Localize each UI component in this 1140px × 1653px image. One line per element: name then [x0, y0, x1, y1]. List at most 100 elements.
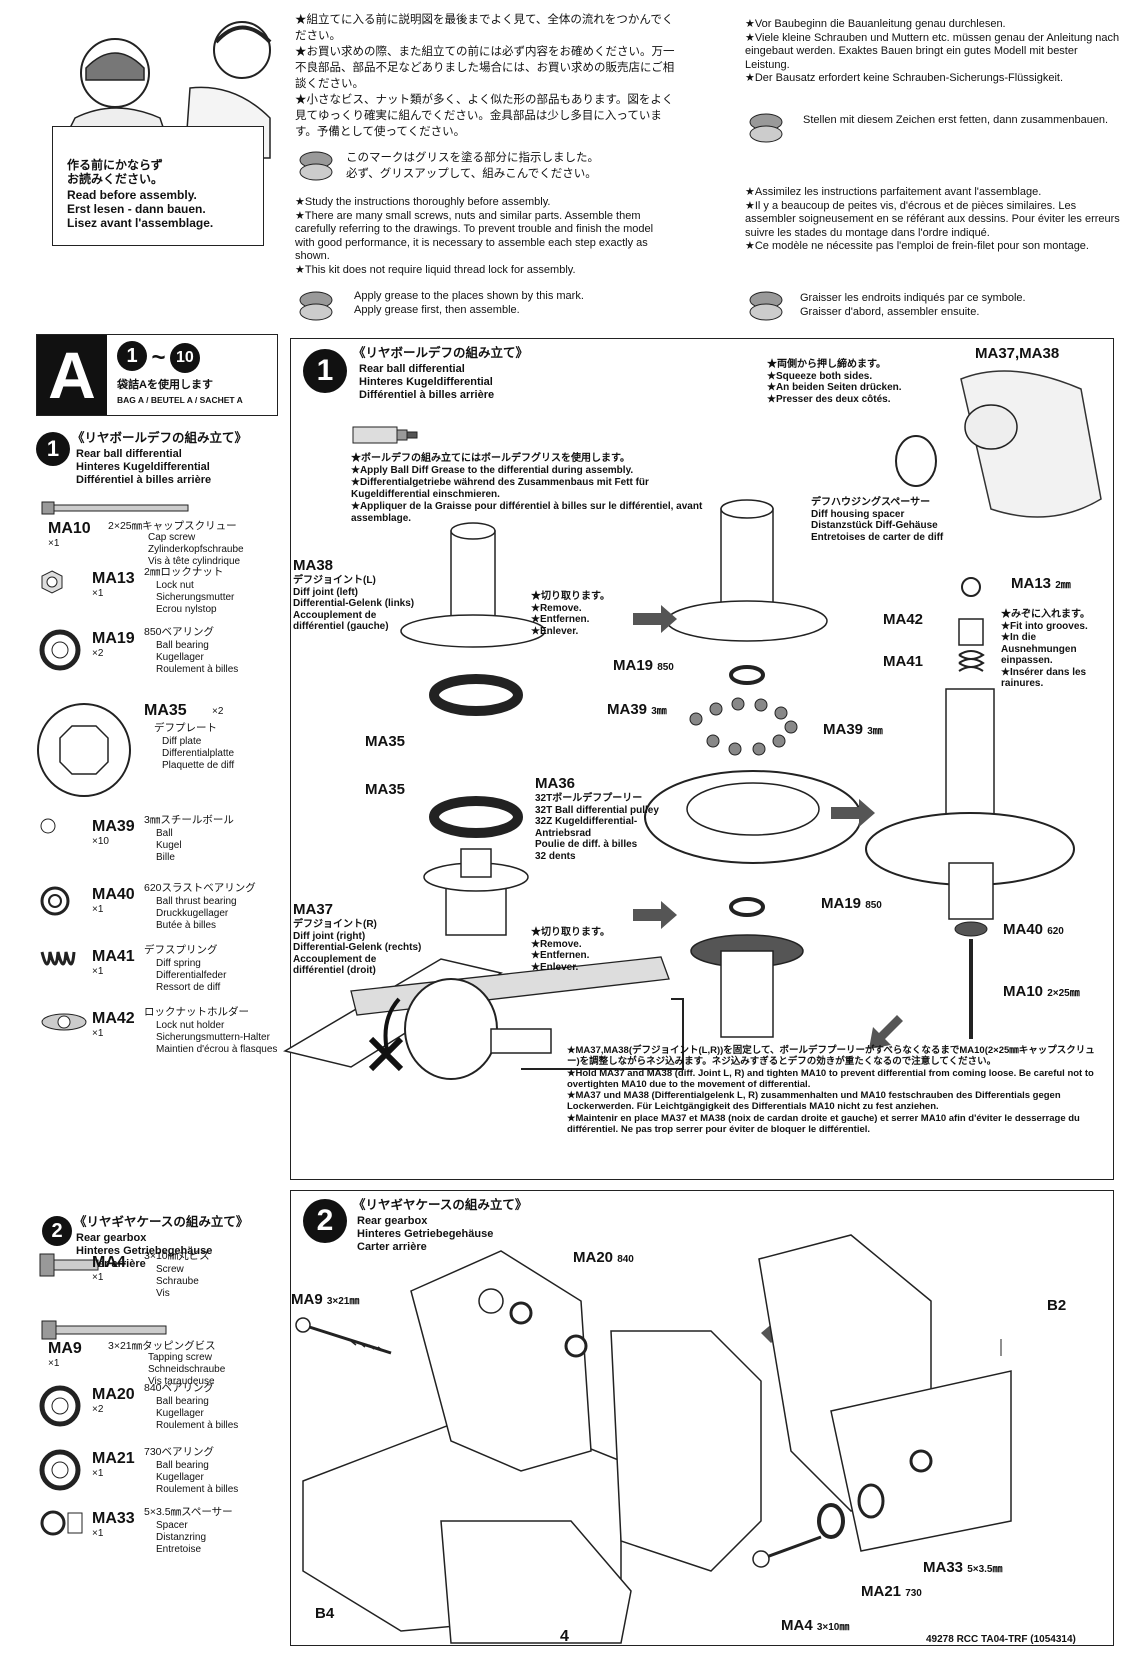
ma13-size: 2㎜: [1055, 580, 1071, 591]
part-desc: Tapping screw Schneidschraube Vis taraud…: [148, 1352, 226, 1387]
part-code: MA35: [144, 702, 187, 719]
intro-card-de: Erst lesen - dann bauen.: [67, 202, 206, 216]
spring-icon: [40, 948, 80, 983]
part-jp: 850ベアリング: [144, 626, 215, 638]
intro-card-fr: Lisez avant l'assemblage.: [67, 216, 214, 230]
part-code: MA40: [92, 886, 135, 903]
part-desc: Ball Kugel Bille: [156, 828, 182, 863]
part-qty: ×1: [92, 588, 104, 599]
notes-en: ★Study the instructions thoroughly befor…: [295, 196, 675, 277]
step-from-badge: 1: [117, 341, 147, 371]
step2-jp: 《リヤギヤケースの組み立て》: [353, 1198, 528, 1212]
part-code: MA13: [92, 570, 135, 587]
grease-icon: [299, 151, 333, 181]
part-qty: ×1: [48, 1358, 60, 1369]
part-desc: Ball bearing Kugellager Roulement à bill…: [156, 1396, 239, 1431]
part-code: MA4: [92, 1254, 126, 1271]
step2-panel: 2 《リヤギヤケースの組み立て》 Rear gearbox Hinteres G…: [290, 1190, 1114, 1646]
part-code: MA33: [92, 1510, 135, 1527]
intro-card-jp: 作る前にかならず お読みください。: [67, 158, 164, 186]
step2-fr: Carter arrière: [357, 1241, 427, 1253]
notes-en-p3: ★This kit does not require liquid thread…: [295, 263, 576, 276]
grease-icon-de: [749, 113, 783, 143]
label-ma10: MA10 2×25㎜: [1003, 983, 1080, 1000]
notes-fr-p2: ★Il y a beaucoup de peites vis, d'écrous…: [745, 199, 1120, 239]
step1-grease-de: ★Differentialgetriebe während des Zusamm…: [351, 477, 649, 500]
screw-tap-icon: [41, 1320, 172, 1345]
part-desc: Diff plate Differentialplatte Plaquette …: [162, 736, 235, 771]
spacer-note: デフハウジングスペーサー Diff housing spacer Distanz…: [811, 497, 944, 543]
bag-letter: A: [37, 335, 107, 415]
ring-icon: [39, 629, 81, 675]
part-qty: ×1: [92, 1272, 104, 1283]
ma33-code: MA33: [923, 1559, 964, 1576]
ma9-code: MA9: [291, 1291, 323, 1308]
section1-side-jp: 《リヤボールデフの組み立て》: [72, 431, 248, 445]
part-jp: 2×25㎜キャップスクリュー: [108, 520, 237, 532]
squeeze-note: ★両側から押し締めます。 ★Squeeze both sides. ★An be…: [767, 359, 902, 405]
ma4-size: 3×10㎜: [816, 1622, 850, 1633]
ma10-size: 2×25㎜: [1047, 988, 1080, 999]
intro-card: 作る前にかならず お読みください。 Read before assembly. …: [52, 126, 264, 246]
part-jp: 3×21㎜タッピングビス: [108, 1340, 216, 1352]
notes-jp-p3: ★小さなビス、ナット類が多く、よく似た形の部品もあります。図をよく見てゆっくり確…: [295, 94, 674, 138]
section1-side-de: Hinteres Kugeldifferential: [76, 461, 210, 473]
ma10-code: MA10: [1003, 983, 1044, 1000]
ma19-top-code: MA19: [613, 657, 654, 674]
ma19-top-size: 850: [657, 662, 674, 673]
step1-jp: 《リヤボールデフの組み立て》: [353, 346, 529, 360]
intro-illustration: 作る前にかならず お読みください。 Read before assembly. …: [20, 8, 272, 263]
part-desc: Ball bearing Kugellager Roulement à bill…: [156, 640, 239, 675]
ma9-size: 3×21㎜: [326, 1296, 360, 1307]
step-range-tilde: ~: [151, 343, 166, 371]
ma39-left-size: 3㎜: [651, 706, 667, 717]
spacer-icon: [40, 1510, 84, 1541]
part-desc: Ball bearing Kugellager Roulement à bill…: [156, 1460, 239, 1495]
tighten-note: ★MA37,MA38(デフジョイント(L,R))を固定して、ボールデフプーリーが…: [567, 1045, 1095, 1136]
ball-icon: [40, 818, 56, 839]
part-qty: ×1: [48, 538, 60, 549]
ma33-size: 5×3.5㎜: [967, 1564, 1003, 1575]
section2-side-en: Rear gearbox: [76, 1232, 147, 1244]
ma13-code: MA13: [1011, 575, 1052, 592]
product-code: 49278 RCC TA04-TRF (1054314): [926, 1634, 1076, 1645]
part-desc: Lock nut Sicherungsmutter Ecrou nylstop: [156, 580, 235, 615]
screw-long-icon: [41, 500, 192, 521]
step2-en: Rear gearbox: [357, 1215, 428, 1227]
step1-grease-fr: ★Appliquer de la Graisse pour différenti…: [351, 501, 703, 524]
ma40-size: 620: [1047, 926, 1064, 937]
notes-de: ★Vor Baubeginn die Bauanleitung genau du…: [745, 18, 1120, 86]
notes-jp-p2: ★お買い求めの際、また組立ての前には必ず内容をお確めください。万一不良部品、部品…: [295, 46, 675, 90]
part-desc: Cap screw Zylinderkopfschraube Vis à têt…: [148, 532, 244, 567]
label-ma33: MA33 5×3.5㎜: [923, 1559, 1003, 1576]
bag-step-range: 1 ~ 10: [117, 341, 200, 373]
notes-de-p2: ★Viele kleine Schrauben und Muttern etc.…: [745, 31, 1120, 71]
step1-de: Hinteres Kugeldifferential: [359, 376, 493, 388]
part-qty: ×1: [92, 904, 104, 915]
step1-grease-en: ★Apply Ball Diff Grease to the different…: [351, 465, 634, 476]
ma20-code: MA20: [573, 1249, 614, 1266]
ma20-size: 840: [617, 1254, 634, 1265]
part-qty: ×2: [92, 1404, 104, 1415]
notes-en-p2: ★There are many small screws, nuts and s…: [295, 209, 654, 263]
notes-de-grease: Stellen mit diesem Zeichen erst fetten, …: [803, 114, 1109, 126]
step1-grease-jp: ★ボールデフの組み立てにはボールデフグリスを使用します。: [351, 453, 630, 464]
nut-icon: [40, 570, 64, 599]
label-b2: B2: [1047, 1297, 1067, 1314]
part-jp: デフスプリング: [144, 944, 218, 956]
step1-fr: Différentiel à billes arrière: [359, 389, 495, 401]
intro-card-en: Read before assembly.: [67, 188, 197, 202]
part-desc: Diff spring Differentialfeder Ressort de…: [156, 958, 227, 993]
grease-icon-en: [299, 291, 333, 321]
bag-jp: 袋詰Aを使用します: [117, 379, 213, 391]
part-jp: 3㎜スチールボール: [144, 814, 234, 826]
step1-diagram: [283, 370, 1102, 1080]
part-code: MA39: [92, 818, 135, 835]
bag-header: A 1 ~ 10 袋詰Aを使用します BAG A / BEUTEL A / SA…: [36, 334, 278, 416]
part-qty: ×10: [92, 836, 109, 847]
page-number: 4: [560, 1628, 569, 1645]
part-desc: Screw Schraube Vis: [156, 1264, 199, 1299]
ma40-code: MA40: [1003, 921, 1044, 938]
section2-side-de: Hinteres Getriebegehäuse: [76, 1245, 213, 1257]
screw-icon: [39, 1253, 100, 1281]
